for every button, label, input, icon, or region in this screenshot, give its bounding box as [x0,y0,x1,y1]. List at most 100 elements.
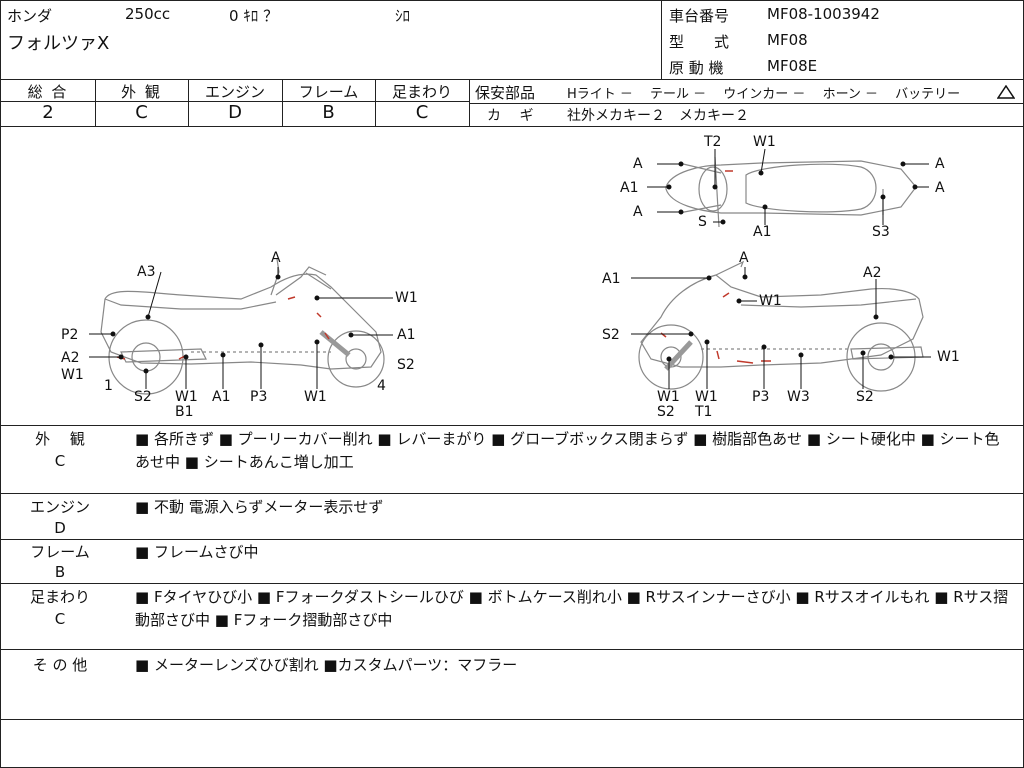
divider [1,719,1023,720]
label-s2: S2 [856,389,874,405]
divider [1,79,1023,80]
notes-label-engine: エンジン [29,498,90,516]
label-a3: A3 [137,264,156,280]
frame-no-label: 車台番号 [669,7,730,25]
notes-grade-frame: B [54,563,66,581]
label-a1: A1 [397,327,416,343]
engine-label: 原 動 機 [669,59,724,77]
grade-value-overall: 2 [42,102,54,123]
mileage: 0 ｷﾛ ？ [229,7,279,25]
triangle-warning-icon [997,85,1015,99]
scooter-left-view [100,258,385,395]
divider [1,101,469,102]
label-1: 1 [104,378,113,394]
notes-label-frame: フレーム [30,543,90,561]
divider [469,103,1023,104]
engine-type: MF08E [767,57,818,75]
label-w1: W1 [759,293,782,309]
label-a1: A1 [602,271,621,287]
label-a1: A1 [620,180,639,196]
grade-label-overall: 総 合 [27,83,69,101]
divider [1,493,1023,494]
label-w1: W1 [395,290,418,306]
label-a1: A1 [753,224,772,240]
model-name: フォルツァX [7,33,110,54]
damage-diagram [89,148,931,395]
divider [1,425,1023,426]
notes-grade-exterior: C [54,452,66,470]
label-a: A [271,250,281,266]
label-w1: W1 [695,389,718,405]
model-type-label: 型 式 [669,33,730,51]
grade-value-suspension: C [415,102,429,123]
label-w1: W1 [61,367,84,383]
grade-value-frame: B [322,102,335,123]
divider [282,79,283,126]
label-a: A [935,156,945,172]
label-a: A [633,156,643,172]
notes-text-engine: ■ 不動 電源入らずメーター表示せず [135,498,384,516]
divider [469,79,470,126]
model-type: MF08 [767,31,808,49]
label-w1: W1 [753,134,776,150]
notes-text-other: ■ メーターレンズひび割れ ■カスタムパーツ：マフラー [135,656,518,674]
divider [1,126,1023,127]
label-a: A [633,204,643,220]
label-w1: W1 [657,389,680,405]
grade-value-engine: D [228,102,242,123]
notes-grade-suspension: C [54,610,66,628]
divider [661,1,662,79]
divider [375,79,376,126]
label-w1: W1 [304,389,327,405]
scooter-right-view [638,260,924,392]
divider [1,649,1023,650]
displacement: 250cc [125,5,171,23]
grade-value-exterior: C [135,102,148,123]
notes-label-suspension: 足まわり [29,588,90,606]
notes-text-suspension: ■ Fタイヤひび小 ■ Fフォークダストシールひび ■ ボトムケース削れ小 ■ … [135,588,1009,629]
notes-label-other: そ の 他 [32,656,88,674]
label-w1: W1 [937,349,960,365]
grade-label-engine: エンジン [204,83,265,101]
label-a: A [935,180,945,196]
grade-label-exterior: 外 観 [121,83,162,101]
divider [95,79,96,126]
label-s3: S3 [872,224,890,240]
label-w3: W3 [787,389,810,405]
label-t2: T2 [704,134,722,150]
label-a1: A1 [212,389,231,405]
scooter-top-view [665,156,917,228]
notes-text-exterior: ■ 各所きず ■ プーリーカバー削れ ■ レバーまがり ■ グローブボックス閉ま… [135,430,1000,471]
notes-text-frame: ■ フレームさび中 [135,543,259,561]
label-4: 4 [377,378,386,394]
label-s2: S2 [602,327,620,343]
label-p2: P2 [61,327,79,343]
label-s: S [698,214,707,230]
divider [188,79,189,126]
label-a2: A2 [61,350,80,366]
label-s2: S2 [134,389,152,405]
key-value: 社外メカキー２ メカキー２ [567,108,749,124]
label-s2: S2 [657,404,675,420]
label-p3: P3 [250,389,268,405]
safety-title: 保安部品 [475,84,536,102]
label-b1: B1 [175,404,194,420]
notes-grade-engine: D [54,519,66,537]
key-label: カ ギ [487,108,534,124]
maker: ホンダ [7,7,53,25]
label-w1: W1 [175,389,198,405]
frame-no: MF08-1003942 [767,5,880,23]
label-a2: A2 [863,265,882,281]
label-t1: T1 [695,404,713,420]
label-a: A [739,250,749,266]
grade-label-frame: フレーム [298,83,359,101]
safety-items: Hライト － テール － ウインカー － ホーン － バッテリー [567,87,961,102]
notes-label-exterior: 外 観 [35,430,85,448]
body-color: ｼﾛ [395,7,411,25]
grade-label-suspension: 足まわり [391,83,452,101]
divider [1,583,1023,584]
divider [1,539,1023,540]
label-p3: P3 [752,389,770,405]
label-s2: S2 [397,357,415,373]
